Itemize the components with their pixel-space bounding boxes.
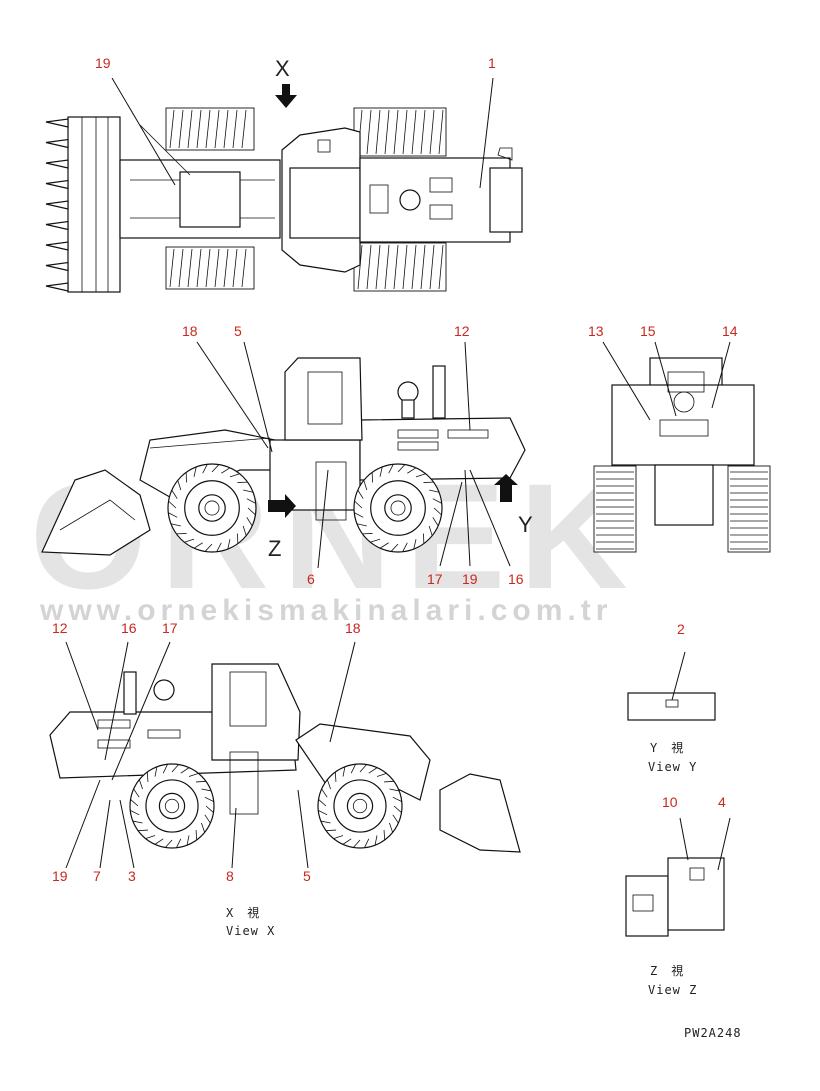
callout-view-z-10: 10 — [662, 794, 678, 810]
view-x-arrow — [275, 84, 297, 108]
callout-side-left-12: 12 — [52, 620, 68, 636]
view-z-jp: Z 視 — [650, 963, 684, 978]
callout-side-right-17: 17 — [427, 571, 443, 587]
callout-side-right-5: 5 — [234, 323, 242, 339]
callout-view-z-4: 4 — [718, 794, 726, 810]
callout-side-left-8: 8 — [226, 868, 234, 884]
callout-top-1: 1 — [488, 55, 496, 71]
callout-side-right-16: 16 — [508, 571, 524, 587]
side-view-right: Z Y — [41, 341, 533, 569]
view-y-detail: Y 視 View Y — [627, 651, 716, 774]
callout-side-left-16: 16 — [121, 620, 137, 636]
callout-side-left-5: 5 — [303, 868, 311, 884]
callout-side-left-3: 3 — [128, 868, 136, 884]
view-x-en: View X — [226, 924, 275, 938]
side-view-left — [49, 641, 521, 869]
callout-side-right-12: 12 — [454, 323, 470, 339]
callout-side-right-19: 19 — [462, 571, 478, 587]
view-z-marker: Z — [268, 536, 281, 561]
view-x-jp: X 視 — [226, 905, 260, 920]
callout-side-left-17: 17 — [162, 620, 178, 636]
view-y-en: View Y — [648, 760, 697, 774]
drawing-code: PW2A248 — [684, 1026, 742, 1040]
callout-side-right-18: 18 — [182, 323, 198, 339]
view-z-detail: Z 視 View Z — [625, 817, 731, 997]
callout-top-19: 19 — [95, 55, 111, 71]
callout-view-y-2: 2 — [677, 621, 685, 637]
view-x-marker: X — [275, 56, 290, 81]
callout-rear-13: 13 — [588, 323, 604, 339]
callout-rear-15: 15 — [640, 323, 656, 339]
callout-side-right-6: 6 — [307, 571, 315, 587]
view-y-marker: Y — [518, 512, 533, 537]
rear-view — [593, 341, 771, 553]
view-z-en: View Z — [648, 983, 697, 997]
callout-rear-14: 14 — [722, 323, 738, 339]
callout-side-left-18: 18 — [345, 620, 361, 636]
callout-side-left-7: 7 — [93, 868, 101, 884]
callout-side-left-19: 19 — [52, 868, 68, 884]
watermark-url: www.ornekismakinalari.com.tr — [39, 594, 612, 627]
top-view: X — [45, 56, 523, 293]
view-y-jp: Y 視 — [650, 740, 684, 755]
